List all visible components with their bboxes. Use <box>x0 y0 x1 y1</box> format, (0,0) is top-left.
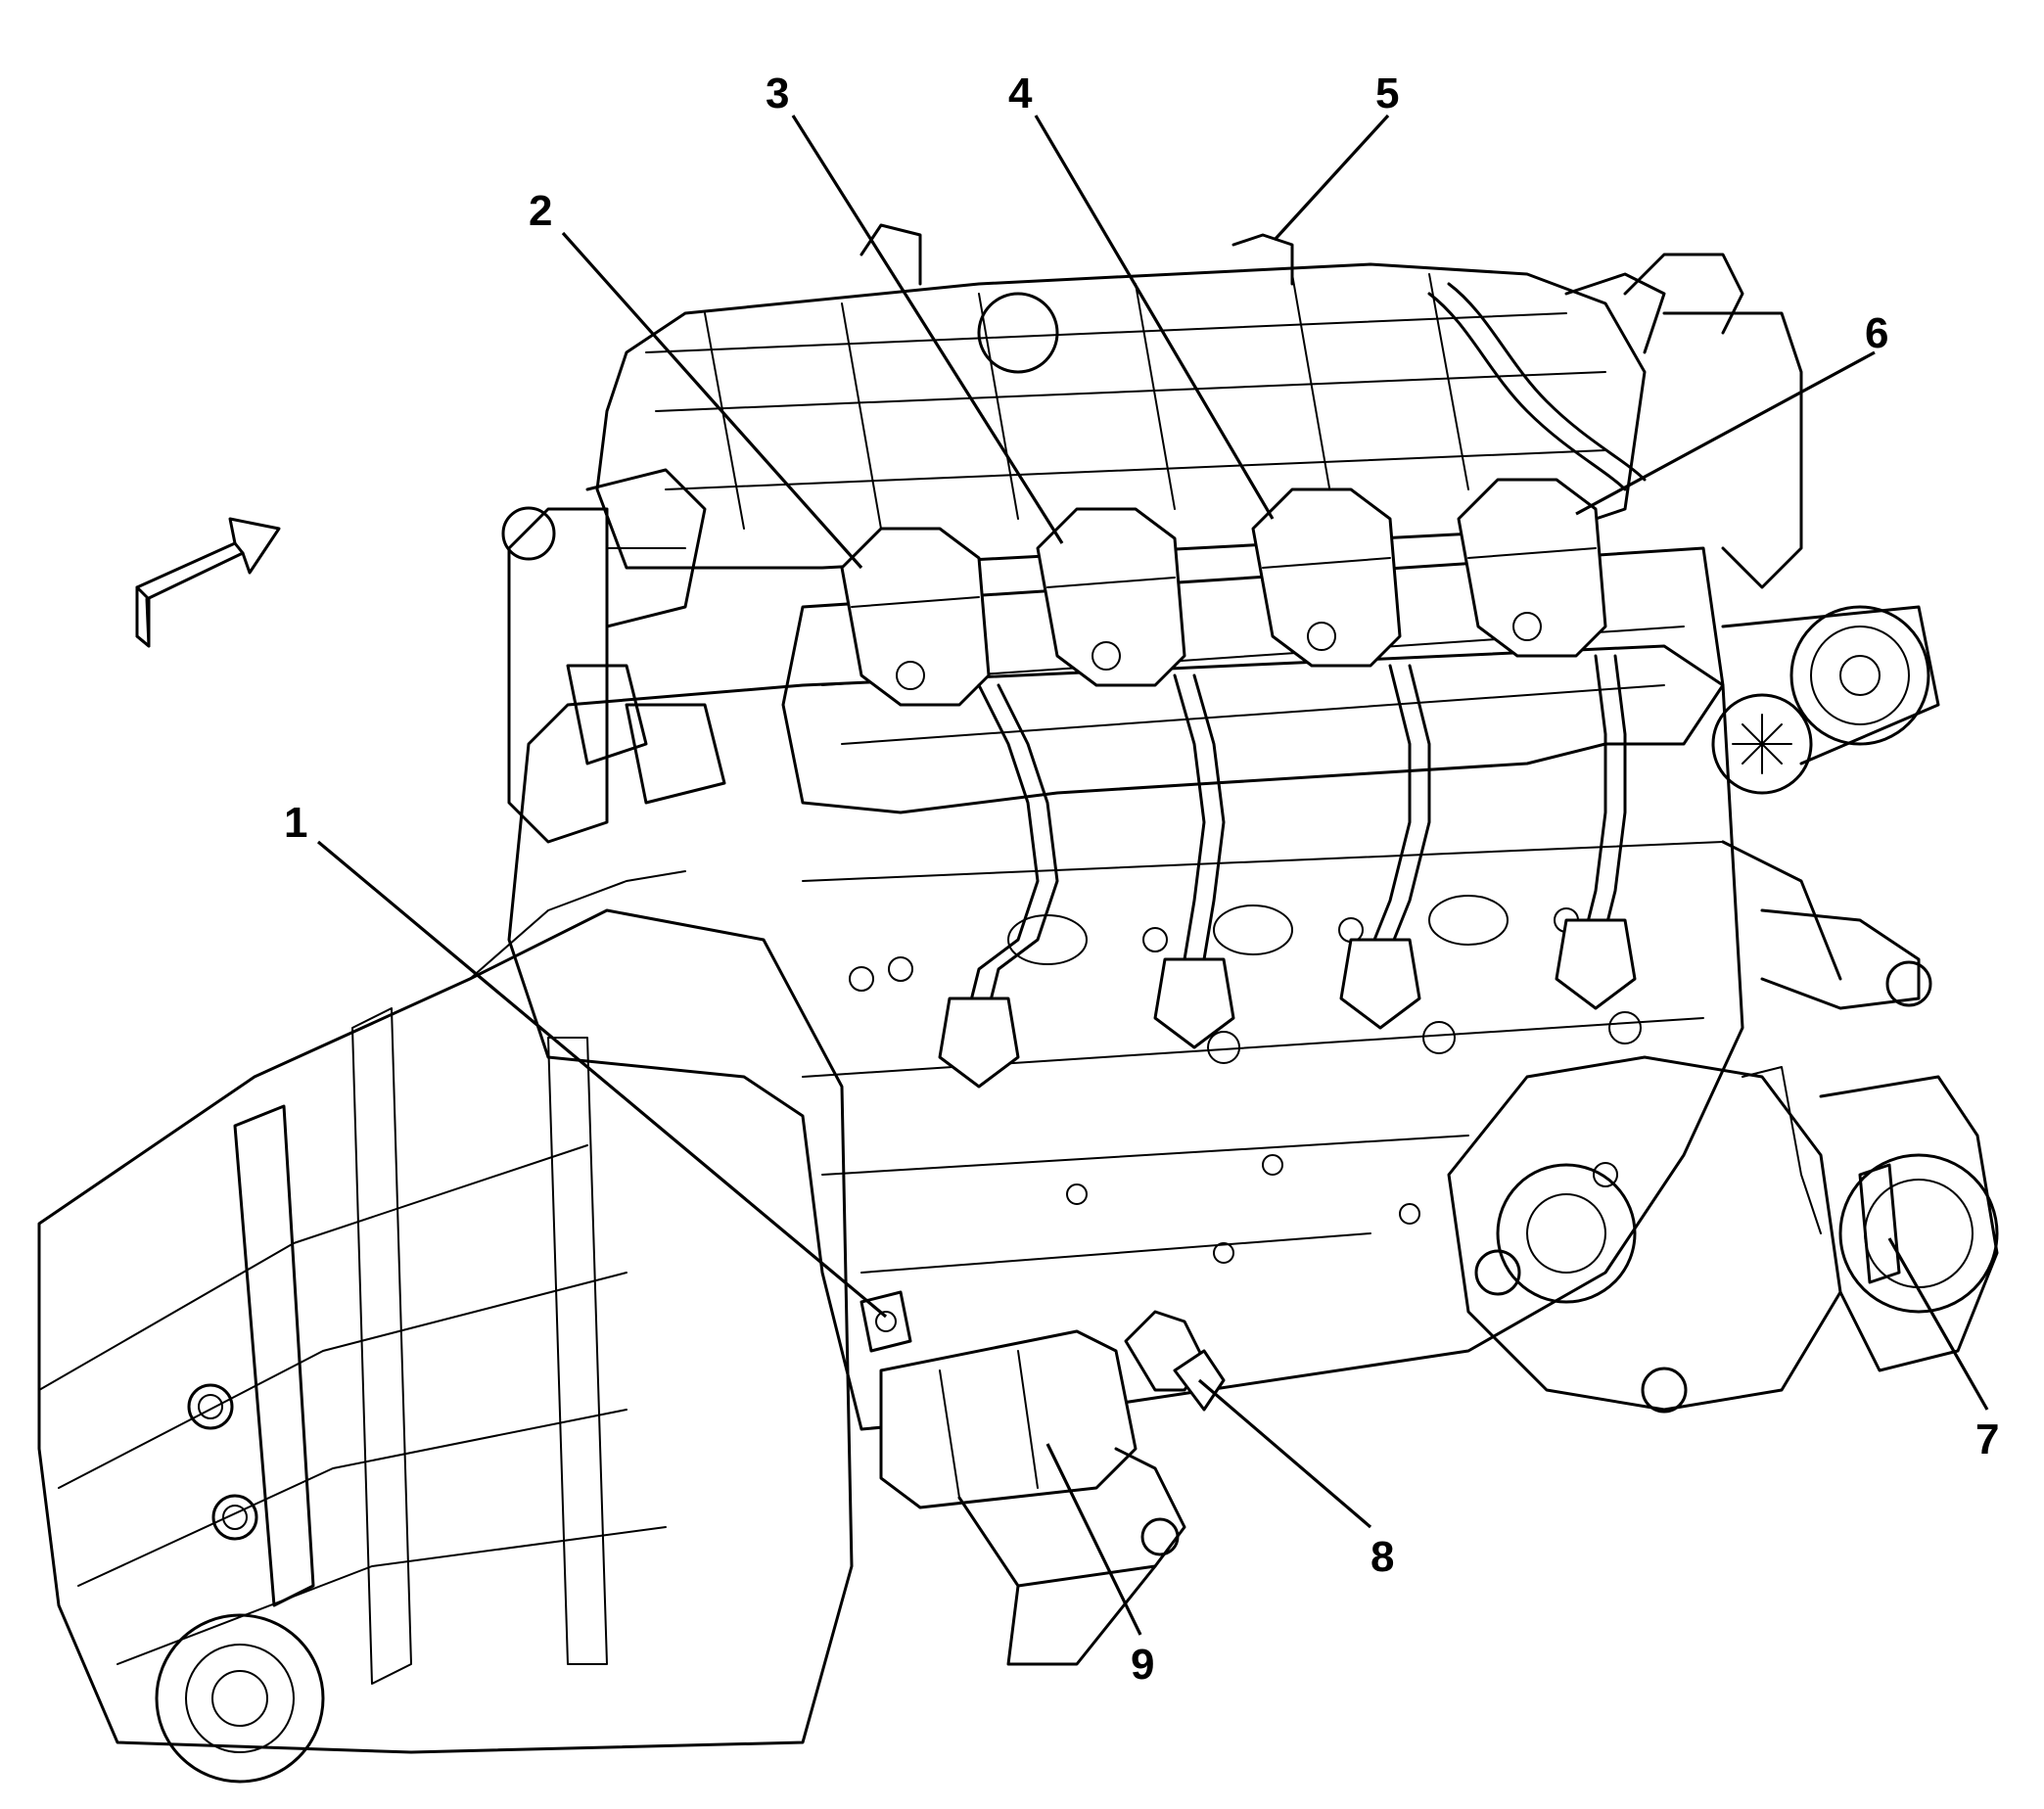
callout-9: 9 <box>1131 1641 1154 1689</box>
ignition-coil-2 <box>1036 507 1235 1049</box>
ignition-coil-3 <box>1251 487 1431 1030</box>
leader-4 <box>1034 115 1275 520</box>
leader-6 <box>1575 350 1876 516</box>
callout-8: 8 <box>1370 1533 1394 1581</box>
leader-9 <box>1045 1443 1142 1636</box>
transmission-assembly <box>37 870 854 1784</box>
left-front-accessories <box>501 468 726 844</box>
leader-3 <box>791 115 1064 544</box>
leader-1 <box>316 840 888 1319</box>
callout-labels: 1 2 3 4 5 6 7 8 9 <box>284 70 1999 1689</box>
starter-motor <box>879 1329 1186 1666</box>
leader-7 <box>1887 1237 1989 1411</box>
callout-3: 3 <box>766 70 789 117</box>
leader-2 <box>561 231 863 570</box>
ignition-coil-4 <box>1457 478 1637 1010</box>
leader-8 <box>1197 1378 1372 1529</box>
ignition-coil-1 <box>840 527 1059 1089</box>
callout-5: 5 <box>1375 70 1399 117</box>
callout-6: 6 <box>1865 309 1888 357</box>
callout-leader-lines <box>316 114 1989 1636</box>
leader-5 <box>1273 114 1390 242</box>
ignition-coils <box>840 478 1637 1089</box>
callout-2: 2 <box>529 187 552 235</box>
engine-block <box>507 644 1744 1431</box>
callout-7: 7 <box>1975 1415 1999 1463</box>
callout-4: 4 <box>1008 70 1033 117</box>
ac-compressor <box>1447 1055 1999 1414</box>
front-accessory-drive <box>1711 605 1940 1010</box>
front-direction-arrow-icon <box>135 517 281 648</box>
intake-manifold <box>595 223 1803 589</box>
callout-1: 1 <box>284 799 307 847</box>
